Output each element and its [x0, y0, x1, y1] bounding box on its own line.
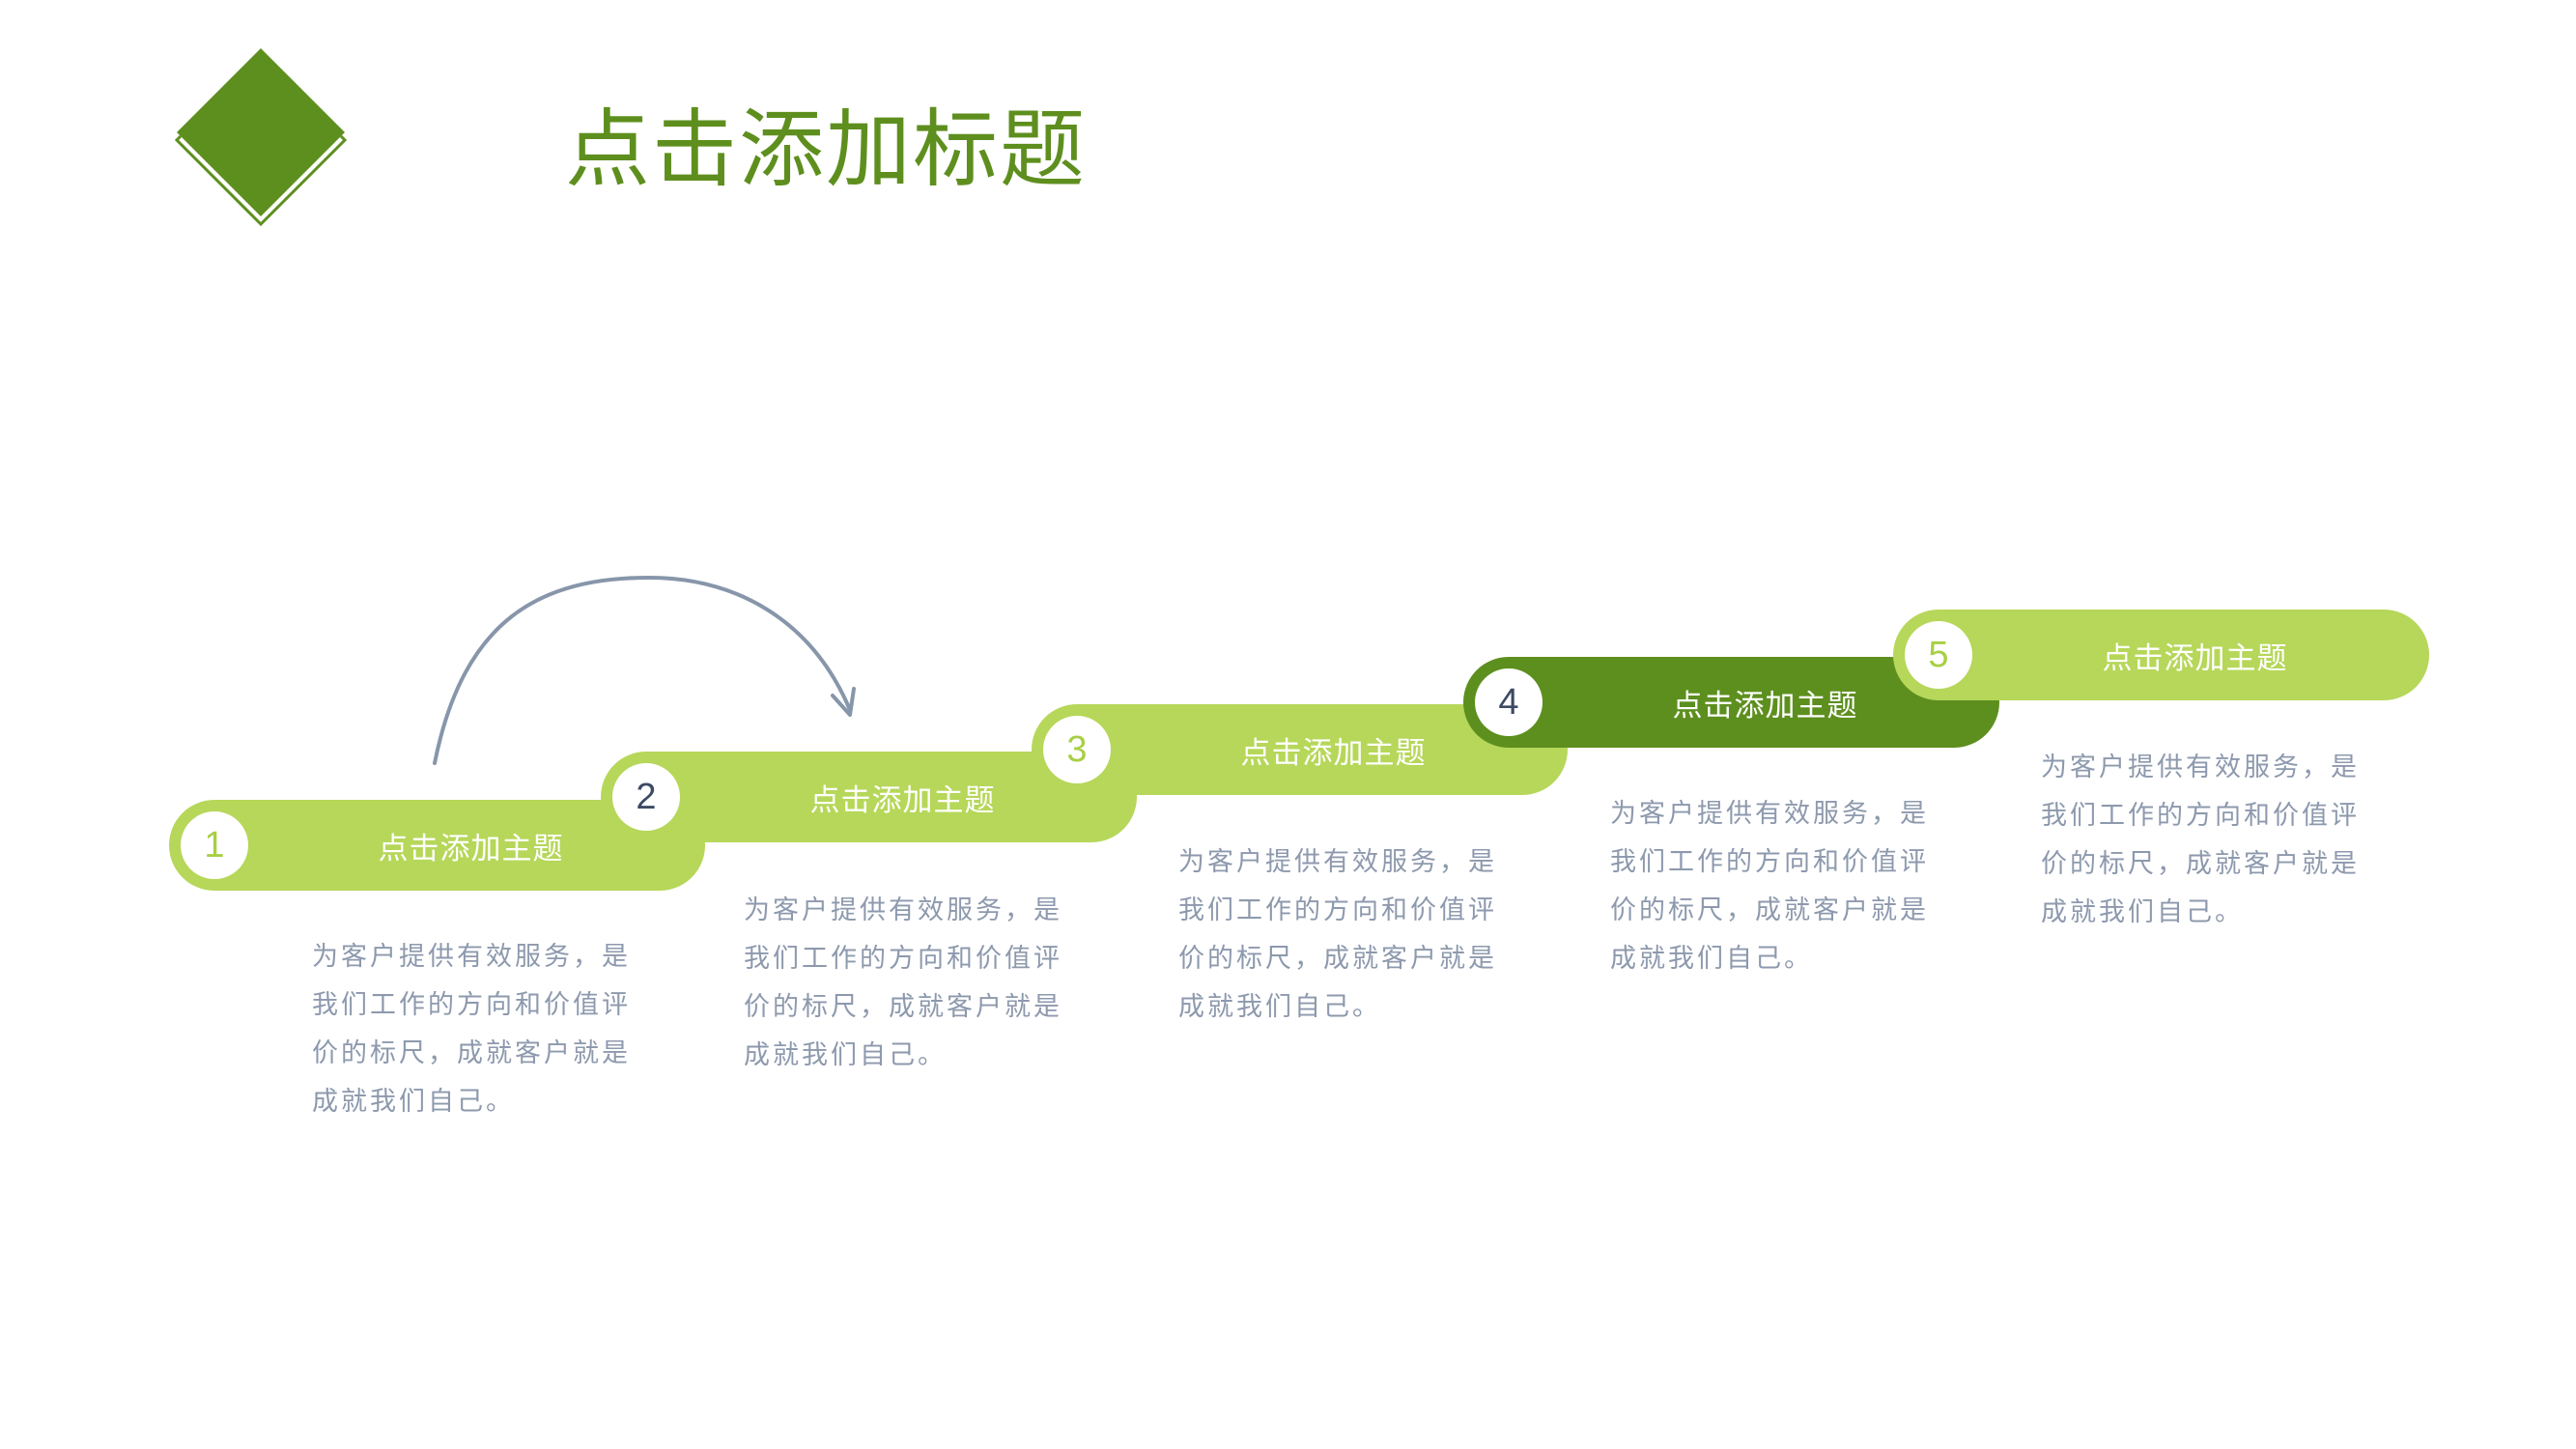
step-5-desc-line: 成就我们自己。 [2041, 897, 2244, 927]
step-1-desc-line: 为客户提供有效服务，是 [312, 942, 631, 972]
step-2-description: 为客户提供有效服务，是 我们工作的方向和价值评 价的标尺，成就客户就是 成就我们… [744, 887, 1072, 1080]
step-4-desc-line: 价的标尺，成就客户就是 [1610, 895, 1929, 925]
step-5-number: 5 [1905, 621, 1972, 689]
step-3-desc-line: 成就我们自己。 [1178, 992, 1381, 1022]
step-2-desc-line: 为客户提供有效服务，是 [744, 895, 1062, 925]
step-2-label: 点击添加主题 [809, 782, 996, 818]
step-4-desc-line: 我们工作的方向和价值评 [1610, 847, 1929, 877]
step-3-desc-line: 我们工作的方向和价值评 [1178, 895, 1497, 925]
step-2-desc-line: 我们工作的方向和价值评 [744, 944, 1062, 974]
step-3-desc-line: 价的标尺，成就客户就是 [1178, 944, 1497, 974]
step-1-desc-line: 成就我们自己。 [312, 1087, 515, 1117]
stacked-diamond-icon [174, 48, 348, 227]
step-1-number: 1 [181, 811, 248, 879]
step-5-pill: 5 点击添加主题 [1893, 610, 2429, 700]
step-5-desc-line: 为客户提供有效服务，是 [2041, 753, 2360, 782]
step-1-label: 点击添加主题 [378, 831, 564, 867]
step-4-label: 点击添加主题 [1672, 688, 1858, 724]
step-3-desc-line: 为客户提供有效服务，是 [1178, 847, 1497, 877]
step-3-number: 3 [1043, 716, 1111, 783]
step-1-desc-line: 我们工作的方向和价值评 [312, 990, 631, 1020]
step-1-pill: 1 点击添加主题 [169, 800, 705, 891]
step-2-number: 2 [612, 763, 680, 831]
step-5-description: 为客户提供有效服务，是 我们工作的方向和价值评 价的标尺，成就客户就是 成就我们… [2041, 744, 2369, 937]
step-1-description: 为客户提供有效服务，是 我们工作的方向和价值评 价的标尺，成就客户就是 成就我们… [312, 933, 640, 1126]
step-4-desc-line: 成就我们自己。 [1610, 944, 1813, 974]
step-3-description: 为客户提供有效服务，是 我们工作的方向和价值评 价的标尺，成就客户就是 成就我们… [1178, 838, 1507, 1032]
page-title: 点击添加标题 [565, 99, 1088, 199]
step-4-description: 为客户提供有效服务，是 我们工作的方向和价值评 价的标尺，成就客户就是 成就我们… [1610, 790, 1939, 983]
step-5-desc-line: 我们工作的方向和价值评 [2041, 801, 2360, 831]
step-4-desc-line: 为客户提供有效服务，是 [1610, 799, 1929, 829]
step-2-desc-line: 价的标尺，成就客户就是 [744, 992, 1062, 1022]
step-4-number: 4 [1475, 668, 1543, 736]
step-1-desc-line: 价的标尺，成就客户就是 [312, 1038, 631, 1068]
step-2-desc-line: 成就我们自己。 [744, 1040, 947, 1070]
step-3-label: 点击添加主题 [1240, 735, 1427, 771]
step-5-desc-line: 价的标尺，成就客户就是 [2041, 849, 2360, 879]
step-5-label: 点击添加主题 [2102, 640, 2288, 676]
